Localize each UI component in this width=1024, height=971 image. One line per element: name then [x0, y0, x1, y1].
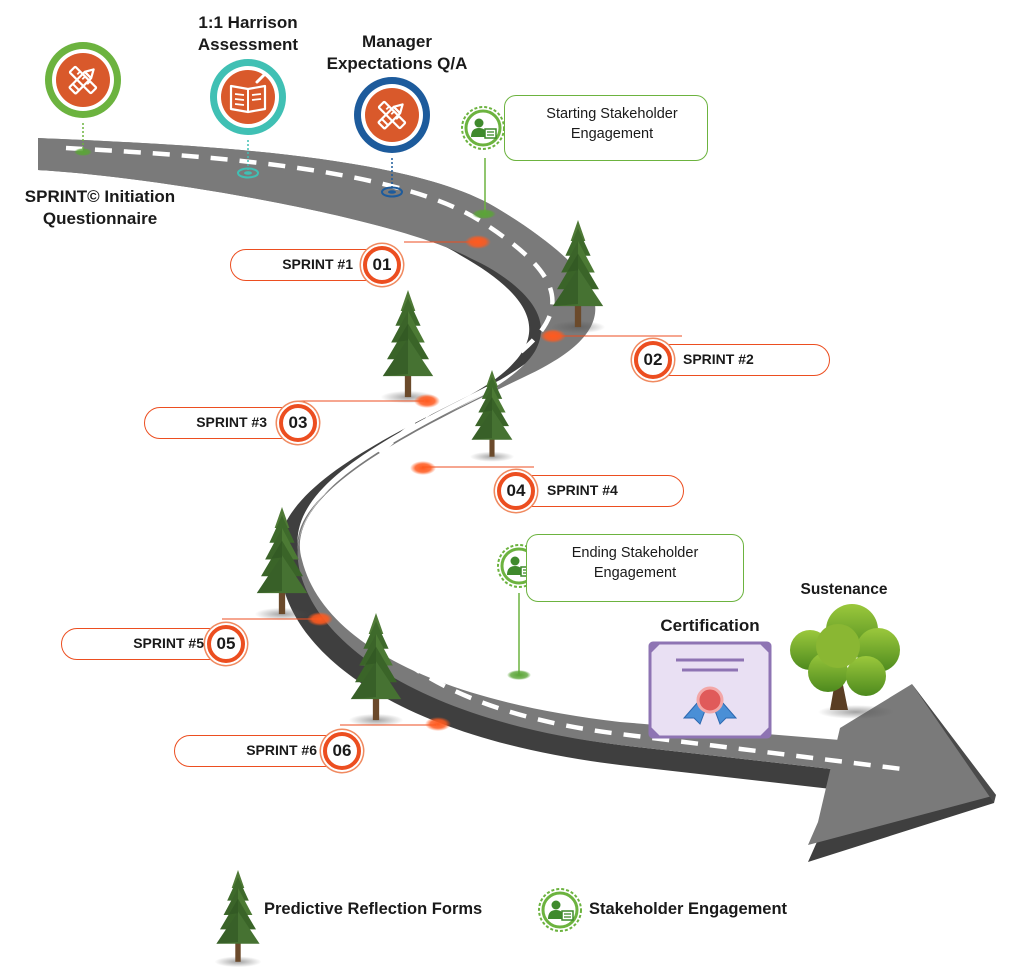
initiation-label: SPRINT© Initiation Questionnaire — [14, 186, 186, 230]
starting-engagement-callout: Starting Stakeholder Engagement — [504, 95, 708, 161]
leader-lines — [82, 115, 682, 726]
sprint-4-badge: 04 — [497, 472, 535, 510]
manager-label-line2: Expectations Q/A — [326, 53, 468, 73]
ending-engagement-callout: Ending Stakeholder Engagement — [526, 534, 744, 602]
road-center-line — [65, 145, 911, 773]
harrison-assessment-pin — [210, 59, 286, 139]
road-markers — [74, 148, 566, 731]
sprint-2-badge: 02 — [634, 341, 672, 379]
road-arrowhead — [808, 684, 996, 845]
sprint-6-badge: 06 — [323, 732, 361, 770]
legend-engagement-icon — [537, 887, 583, 933]
sustenance-tree-icon — [790, 604, 900, 719]
legend-trees-label: Predictive Reflection Forms — [264, 900, 483, 918]
harrison-label: 1:1 Harrison Assessment — [178, 12, 318, 56]
ending-engagement-line1: Ending Stakeholder — [571, 545, 699, 561]
initiation-label-line1: SPRINT© Initiation — [24, 187, 176, 206]
starting-engagement-icon — [460, 105, 506, 151]
manager-expectations-pin — [354, 77, 430, 157]
sprint-5-badge: 05 — [207, 625, 245, 663]
sprint-3-badge: 03 — [279, 404, 317, 442]
certification-label: Certification — [660, 616, 760, 635]
starting-engagement-line1: Starting Stakeholder — [546, 106, 678, 122]
legend-pine-tree-icon — [214, 870, 262, 968]
ending-engagement-line2: Engagement — [593, 564, 677, 581]
certificate-icon — [648, 641, 772, 739]
sustenance-label: Sustenance — [800, 581, 888, 598]
initiation-label-line2: Questionnaire — [42, 208, 158, 228]
initiation-questionnaire-pin — [45, 42, 121, 122]
road — [38, 138, 996, 862]
starting-engagement-line2: Engagement — [570, 125, 654, 142]
sprint-3-pill: SPRINT #3 — [144, 407, 304, 439]
legend-engagement-label: Stakeholder Engagement — [589, 900, 788, 918]
pine-tree-icon — [380, 290, 436, 404]
harrison-label-line1: 1:1 Harrison — [198, 13, 298, 32]
harrison-label-line2: Assessment — [197, 34, 299, 54]
manager-label-line1: Manager — [362, 32, 432, 51]
manager-label: Manager Expectations Q/A — [322, 31, 472, 75]
sprint-1-badge: 01 — [363, 246, 401, 284]
